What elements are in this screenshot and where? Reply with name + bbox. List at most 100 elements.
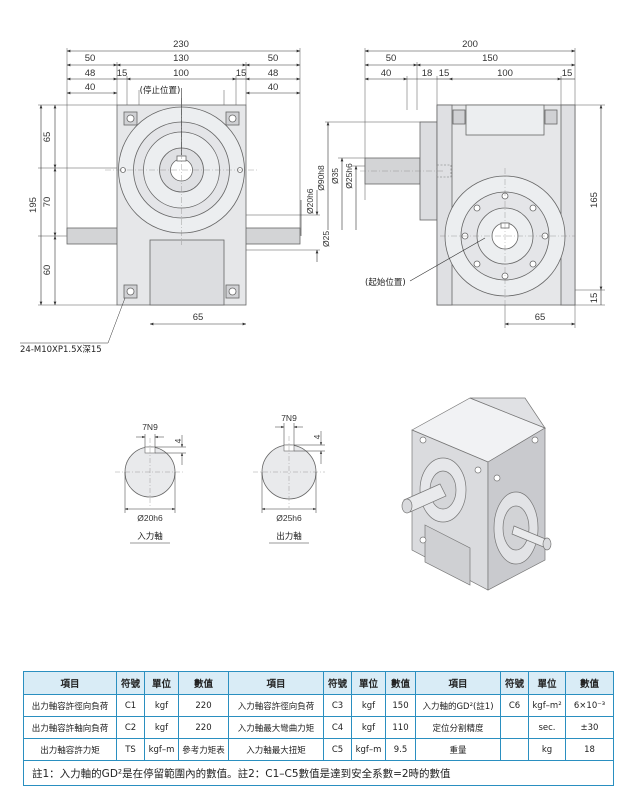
table-note: 註1：入力軸的GD²是在停留範圍內的數值。註2：C1–C5數值是達到安全系數=2… [23, 760, 614, 786]
cell: 150 [385, 694, 416, 717]
dim-70: 70 [42, 197, 53, 208]
cell: C5 [323, 738, 352, 761]
dim-d25h6: Ø25h6 [344, 163, 354, 189]
dim-65-bottom: 65 [193, 312, 204, 323]
cell: C4 [323, 716, 352, 739]
header-value: 數值 [178, 671, 229, 695]
header-value: 數值 [565, 671, 614, 695]
cell [500, 738, 529, 761]
dim-50-left: 50 [85, 53, 96, 64]
isometric-view [401, 397, 552, 591]
dim-15-left: 15 [117, 68, 128, 79]
dim-d90h8: Ø90h8 [316, 165, 326, 191]
key-depth-label: 4 [312, 434, 322, 439]
cell: kgf [351, 694, 386, 717]
header-symbol: 符號 [116, 671, 145, 695]
header-unit: 單位 [528, 671, 566, 695]
cell: 220 [178, 694, 229, 717]
cell: ±30 [565, 716, 614, 739]
dim-60: 60 [42, 265, 53, 276]
side-view: 200 50 150 40 18 15 100 15 Ø90h8 Ø35 Ø25… [316, 39, 605, 328]
dim-15-vertical: 15 [589, 293, 600, 304]
table-row: 出力軸容許力矩 TS kgf–m 參考力矩表 入力軸最大扭矩 C5 kgf–m … [23, 738, 614, 761]
cell: C3 [323, 694, 352, 717]
cell: kgf–m [351, 738, 386, 761]
header-unit: 單位 [351, 671, 386, 695]
header-item: 項目 [23, 671, 117, 695]
cell: 入力軸最大扭矩 [228, 738, 324, 761]
key-width-label: 7N9 [281, 413, 297, 423]
dim-40-right: 40 [268, 82, 279, 93]
dim-130: 130 [173, 53, 189, 64]
cell: TS [116, 738, 145, 761]
dim-165: 165 [589, 192, 600, 208]
dim-195: 195 [28, 197, 39, 213]
dim-15-left: 15 [439, 68, 450, 79]
cell: kg [528, 738, 566, 761]
cell: 出力軸容許力矩 [23, 738, 117, 761]
cell: 6×10⁻³ [565, 694, 614, 717]
shaft-diameter-label: Ø25h6 [276, 513, 302, 523]
dim-15-right: 15 [562, 68, 573, 79]
dim-d20h6: Ø20h6 [305, 188, 315, 214]
header-unit: 單位 [144, 671, 179, 695]
header-item: 項目 [415, 671, 501, 695]
cell: 出力軸容許軸向負荷 [23, 716, 117, 739]
dim-100: 100 [497, 68, 513, 79]
cell: 入力軸的GD²(註1) [415, 694, 501, 717]
dim-200: 200 [462, 39, 478, 50]
dim-40-left: 40 [85, 82, 96, 93]
cell: kgf [144, 694, 179, 717]
cell: kgf [351, 716, 386, 739]
header-symbol: 符號 [500, 671, 529, 695]
shaft-diameter-label: Ø20h6 [137, 513, 163, 523]
cell: kgf [144, 716, 179, 739]
stop-position-label: (停止位置) [140, 85, 181, 96]
technical-drawing: 230 130 50 48 40 15 100 15 50 48 40 195 … [20, 39, 605, 591]
cell: 入力軸容許徑向負荷 [228, 694, 324, 717]
dim-40: 40 [381, 68, 392, 79]
dim-65-bottom: 65 [535, 312, 546, 323]
output-shaft-section: 7N9 4 Ø25h6 出力軸 [253, 413, 325, 544]
cell: C1 [116, 694, 145, 717]
cell [500, 716, 529, 739]
cell: sec. [528, 716, 566, 739]
cell: 重量 [415, 738, 501, 761]
dim-18: 18 [422, 68, 433, 79]
shaft-caption: 出力軸 [276, 531, 302, 542]
dim-48-right: 48 [268, 68, 279, 79]
table-row: 出力軸容許徑向負荷 C1 kgf 220 入力軸容許徑向負荷 C3 kgf 15… [23, 694, 614, 717]
header-item: 項目 [228, 671, 324, 695]
cell: C6 [500, 694, 529, 717]
dim-65-left: 65 [42, 132, 53, 143]
dim-d25: Ø25 [321, 231, 331, 247]
dim-48-left: 48 [85, 68, 96, 79]
thread-note: 24-M10XP1.5X深15 [20, 345, 102, 355]
header-symbol: 符號 [323, 671, 352, 695]
cell: 出力軸容許徑向負荷 [23, 694, 117, 717]
cell: 220 [178, 716, 229, 739]
table-header-row: 項目 符號 單位 數值 項目 符號 單位 數值 項目 符號 單位 數值 [23, 671, 614, 695]
cell: 9.5 [385, 738, 416, 761]
table-row: 出力軸容許軸向負荷 C2 kgf 220 入力軸最大彎曲力矩 C4 kgf 11… [23, 716, 614, 739]
front-view: 230 130 50 48 40 15 100 15 50 48 40 195 … [20, 39, 331, 355]
dim-230: 230 [173, 39, 189, 50]
cell: 定位分割精度 [415, 716, 501, 739]
cell: kgf–m² [528, 694, 566, 717]
dim-100: 100 [173, 68, 189, 79]
dim-150: 150 [482, 53, 498, 64]
key-width-label: 7N9 [142, 422, 158, 432]
cell: kgf–m [144, 738, 179, 761]
dim-50-right: 50 [268, 53, 279, 64]
start-position-label: (起始位置) [365, 277, 406, 288]
dim-15-right: 15 [236, 68, 247, 79]
input-shaft-section: 7N9 4 Ø20h6 入力軸 [115, 422, 186, 544]
header-value: 數值 [385, 671, 416, 695]
specifications-table: 項目 符號 單位 數值 項目 符號 單位 數值 項目 符號 單位 數值 出力軸容… [23, 671, 614, 786]
cell: 入力軸最大彎曲力矩 [228, 716, 324, 739]
dim-d35: Ø35 [330, 168, 340, 184]
cell: 110 [385, 716, 416, 739]
cell: 18 [565, 738, 614, 761]
dim-50: 50 [386, 53, 397, 64]
cell: C2 [116, 716, 145, 739]
